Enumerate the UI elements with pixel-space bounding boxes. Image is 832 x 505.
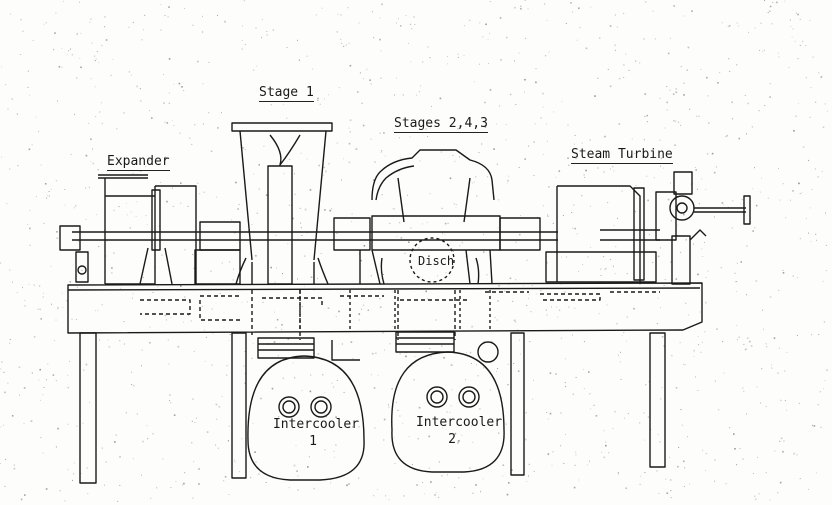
intercooler-1 bbox=[247, 337, 365, 481]
label-disch: Disch bbox=[418, 254, 455, 268]
expander bbox=[59, 174, 197, 285]
label-intercooler-1-number: 1 bbox=[309, 434, 317, 449]
label-intercooler-2-number: 2 bbox=[448, 432, 456, 447]
stage-1-compressor bbox=[231, 122, 333, 285]
intercooler-2 bbox=[391, 331, 505, 473]
main-shaft bbox=[72, 217, 558, 285]
stages-compressor bbox=[359, 149, 501, 363]
label-intercooler-2: Intercooler bbox=[415, 415, 503, 430]
label-steam-turbine: Steam Turbine bbox=[571, 147, 673, 164]
label-intercooler-1: Intercooler bbox=[272, 417, 360, 432]
label-stages-2-4-3: Stages 2,4,3 bbox=[394, 116, 488, 133]
label-expander: Expander bbox=[107, 154, 170, 171]
label-stage-1: Stage 1 bbox=[259, 85, 314, 102]
steam-turbine bbox=[545, 171, 751, 285]
support-legs bbox=[79, 332, 666, 484]
base-frame bbox=[67, 282, 703, 334]
interconnecting-piping bbox=[199, 290, 456, 340]
